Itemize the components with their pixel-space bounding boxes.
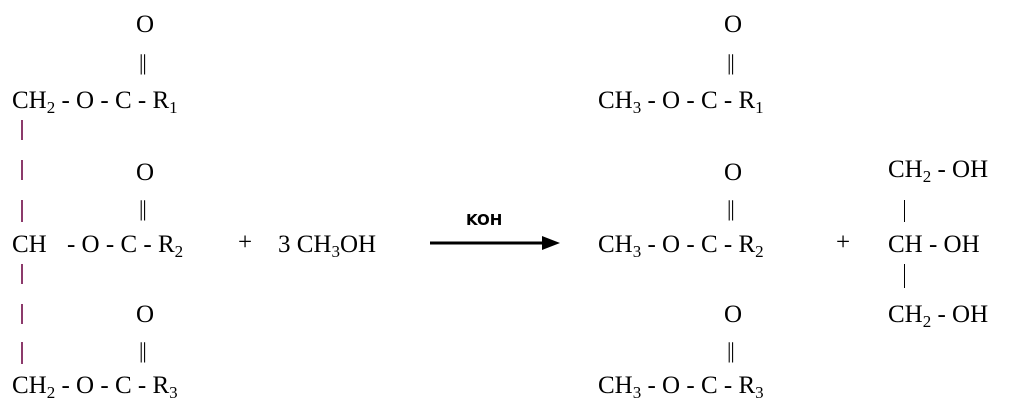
reactant-row-1-link: - O - C - R: [55, 87, 170, 114]
reactant-carbonyl-o-1: O: [136, 11, 155, 38]
product-double-bond-3: ||: [727, 338, 735, 363]
glycerol-bond-1: [904, 200, 905, 222]
backbone-bond-2c: [21, 342, 23, 364]
product-ester-row-1: CH3 - O - C - R1: [598, 88, 764, 116]
reactant-double-bond-3: ||: [139, 338, 147, 363]
product-ester-row-3-group: CH: [598, 372, 633, 399]
glycerol-row-2-group: CH: [888, 231, 923, 258]
product-ester-row-1-group-sub: 3: [632, 98, 642, 117]
reactant-carbonyl-o-2: O: [136, 159, 155, 186]
reactant-methanol: 3 CH3OH: [278, 232, 376, 260]
product-ester-row-2-group-sub: 3: [632, 242, 642, 261]
product-ester-row-2-group: CH: [598, 231, 633, 258]
reactant-row-2-group: CH: [12, 231, 47, 258]
reactant-row-3-group: CH: [12, 372, 47, 399]
product-ester-row-2-link: - O - C - R: [641, 231, 756, 258]
methanol-sub: 3: [331, 242, 340, 261]
product-ester-row-3: CH3 - O - C - R3: [598, 373, 764, 399]
backbone-bond-1b: [21, 160, 23, 180]
catalyst-label: KOH: [466, 211, 503, 229]
reactant-row-1-group-sub: 2: [46, 98, 56, 117]
glycerol-row-1-group-sub: 2: [922, 167, 932, 186]
glycerol-row-1-suffix: - OH: [931, 156, 989, 183]
reactant-row-3: CH2 - O - C - R3: [12, 373, 178, 399]
product-carbonyl-o-2: O: [724, 159, 743, 186]
reactant-row-1-r-sub: 1: [169, 98, 178, 117]
product-ester-row-2-r-sub: 2: [755, 242, 764, 261]
backbone-bond-1a: [21, 120, 23, 140]
product-ester-row-1-group: CH: [598, 87, 633, 114]
reactant-carbonyl-o-3: O: [136, 301, 155, 328]
product-carbonyl-o-3: O: [724, 301, 743, 328]
product-ester-row-2: CH3 - O - C - R2: [598, 232, 764, 260]
backbone-bond-2a: [21, 264, 23, 284]
product-ester-row-3-link: - O - C - R: [641, 372, 756, 399]
glycerol-bond-2: [904, 264, 905, 288]
glycerol-row-1: CH2 - OH: [888, 157, 988, 185]
product-double-bond-1: ||: [727, 50, 735, 75]
reactant-row-3-group-sub: 2: [46, 383, 56, 399]
product-ester-row-1-link: - O - C - R: [641, 87, 756, 114]
methanol-coef: 3 CH: [278, 231, 332, 258]
reactant-row-3-link: - O - C - R: [55, 372, 170, 399]
backbone-bond-2b: [21, 304, 23, 324]
reactant-double-bond-1: ||: [139, 50, 147, 75]
reactant-row-3-r-sub: 3: [169, 383, 178, 399]
glycerol-row-2-suffix: - OH: [922, 231, 980, 258]
product-ester-row-3-r-sub: 3: [755, 383, 764, 399]
reactant-row-2-link: - O - C - R: [60, 231, 175, 258]
product-ester-row-3-group-sub: 3: [632, 383, 642, 399]
methanol-suffix: OH: [339, 231, 377, 258]
backbone-bond-1c: [21, 200, 23, 222]
reactant-row-2: CH - O - C - R2: [12, 232, 183, 260]
glycerol-row-3-group-sub: 2: [922, 312, 932, 331]
product-carbonyl-o-1: O: [724, 11, 743, 38]
glycerol-row-2: CH - OH: [888, 232, 980, 257]
reaction-arrow-icon: [430, 236, 560, 250]
reactant-row-1: CH2 - O - C - R1: [12, 88, 178, 116]
reactant-row-1-group: CH: [12, 87, 47, 114]
reactant-row-2-r-sub: 2: [174, 242, 184, 261]
plus-sign-reactants: +: [238, 229, 253, 256]
product-ester-row-1-r-sub: 1: [755, 98, 764, 117]
product-double-bond-2: ||: [727, 196, 735, 221]
glycerol-row-3: CH2 - OH: [888, 302, 988, 330]
glycerol-row-3-group: CH: [888, 301, 923, 328]
plus-sign-products: +: [836, 229, 851, 256]
glycerol-row-1-group: CH: [888, 156, 923, 183]
glycerol-row-3-suffix: - OH: [931, 301, 989, 328]
reactant-double-bond-2: ||: [139, 196, 147, 221]
